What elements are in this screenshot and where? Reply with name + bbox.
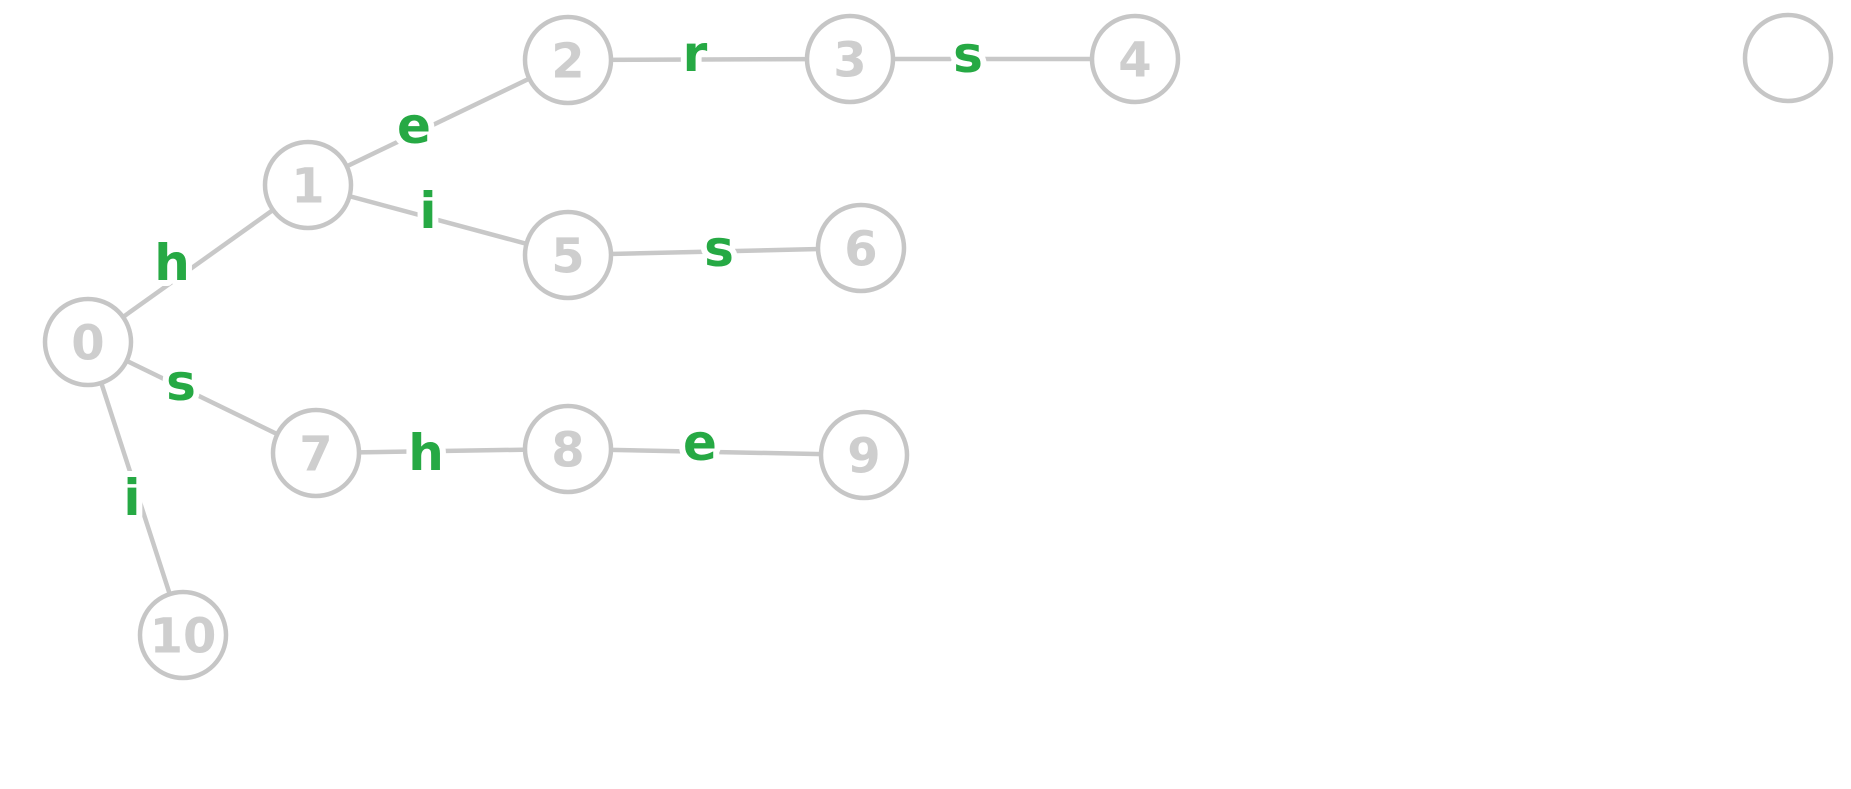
edge-5-6 [567, 245, 862, 258]
node-circle-0 [42, 296, 134, 388]
node-label-8: 8 [551, 422, 584, 478]
node-label-7: 7 [299, 426, 332, 482]
node-label-6: 6 [844, 221, 877, 277]
node-label-1: 1 [291, 158, 324, 214]
node-circle-8 [522, 403, 614, 495]
edge-2-3 [567, 56, 851, 63]
node-label-0: 0 [71, 315, 104, 371]
node-circle-1 [262, 139, 354, 231]
node-circle-blank [1742, 12, 1834, 104]
node-circle-2 [522, 14, 614, 106]
node-circle-9 [818, 409, 910, 501]
node-circle-6 [815, 202, 907, 294]
edge-label-7-8: h [408, 424, 444, 482]
edge-0-10 [85, 341, 186, 636]
edge-8-9 [567, 446, 865, 458]
edge-label-0-10: i [123, 469, 140, 527]
node-label-4: 4 [1118, 32, 1151, 88]
node-label-10: 10 [150, 608, 217, 664]
node-circle-7 [270, 407, 362, 499]
node-circle-4 [1089, 13, 1181, 105]
edge-label-8-9: e [683, 414, 717, 472]
edge-1-2 [307, 57, 569, 188]
edge-label-0-7: s [166, 354, 196, 412]
edge-label-0-1: h [154, 234, 190, 292]
edge-label-1-2: e [397, 97, 431, 155]
node-circle-3 [804, 13, 896, 105]
node-label-9: 9 [847, 428, 880, 484]
node-circle-5 [522, 209, 614, 301]
node-circle-10 [137, 589, 229, 681]
edge-label-1-5: i [419, 182, 436, 240]
node-label-3: 3 [833, 32, 866, 88]
node-label-2: 2 [551, 33, 584, 89]
edge-label-5-6: s [704, 220, 734, 278]
edge-label-3-4: s [953, 26, 983, 84]
edge-label-2-3: r [683, 25, 708, 83]
node-label-5: 5 [551, 228, 584, 284]
